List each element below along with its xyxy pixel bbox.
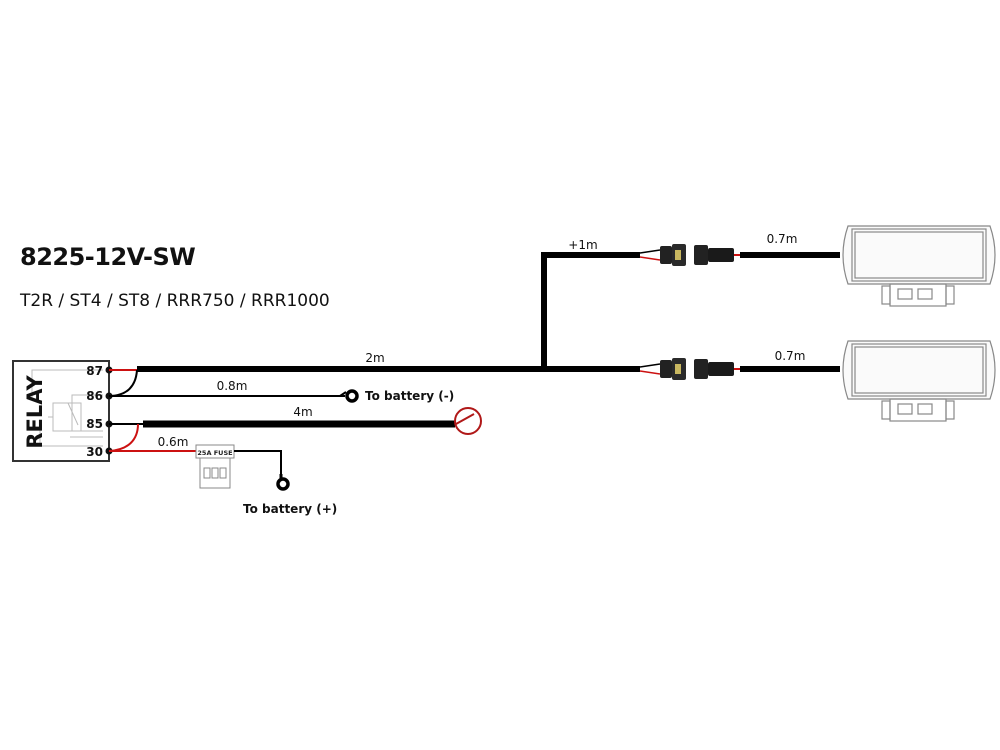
- battery-positive-ring-terminal: [276, 477, 290, 491]
- lamp1-cable-length: 0.7m: [767, 232, 798, 246]
- ground-wire-length: 0.8m: [217, 379, 248, 393]
- branch-cable-length: +1m: [568, 238, 597, 252]
- product-title: 8225-12V-SW: [20, 243, 196, 271]
- light-bar-upper: [842, 225, 996, 307]
- main-cable-length: 2m: [365, 351, 384, 365]
- branch-cable: [541, 252, 640, 369]
- connector-upper: [639, 244, 742, 266]
- connector-lower: [639, 358, 742, 380]
- pin-87-label: 87: [86, 364, 103, 378]
- battery-negative-label: To battery (-): [365, 389, 454, 403]
- relay: RELAY 87 86 85 30: [12, 360, 113, 462]
- battery-positive-wire: [234, 450, 282, 478]
- battery-positive-label: To battery (+): [243, 502, 337, 516]
- pin-30-to-85-red-wire: [108, 423, 139, 452]
- relay-internal-schematic: [31, 369, 103, 447]
- fuse-holder: 25A FUSE: [195, 444, 235, 489]
- pin-86-jumper-wire: [108, 369, 138, 397]
- switch-icon: [454, 407, 482, 435]
- switch-cable-length: 4m: [293, 405, 312, 419]
- compatible-models: T2R / ST4 / ST8 / RRR750 / RRR1000: [20, 291, 330, 311]
- ground-ring-terminal: [345, 389, 359, 403]
- relay-box: [12, 360, 110, 462]
- lamp2-cable-length: 0.7m: [775, 349, 806, 363]
- pin-85-label: 85: [86, 417, 103, 431]
- light-bar-lower: [842, 340, 996, 422]
- relay-label: RELAY: [23, 375, 47, 449]
- pin-30-label: 30: [86, 445, 103, 459]
- fuse-wire-length: 0.6m: [158, 435, 189, 449]
- pin-86-label: 86: [86, 389, 103, 403]
- fuse-label: 25A FUSE: [197, 449, 232, 457]
